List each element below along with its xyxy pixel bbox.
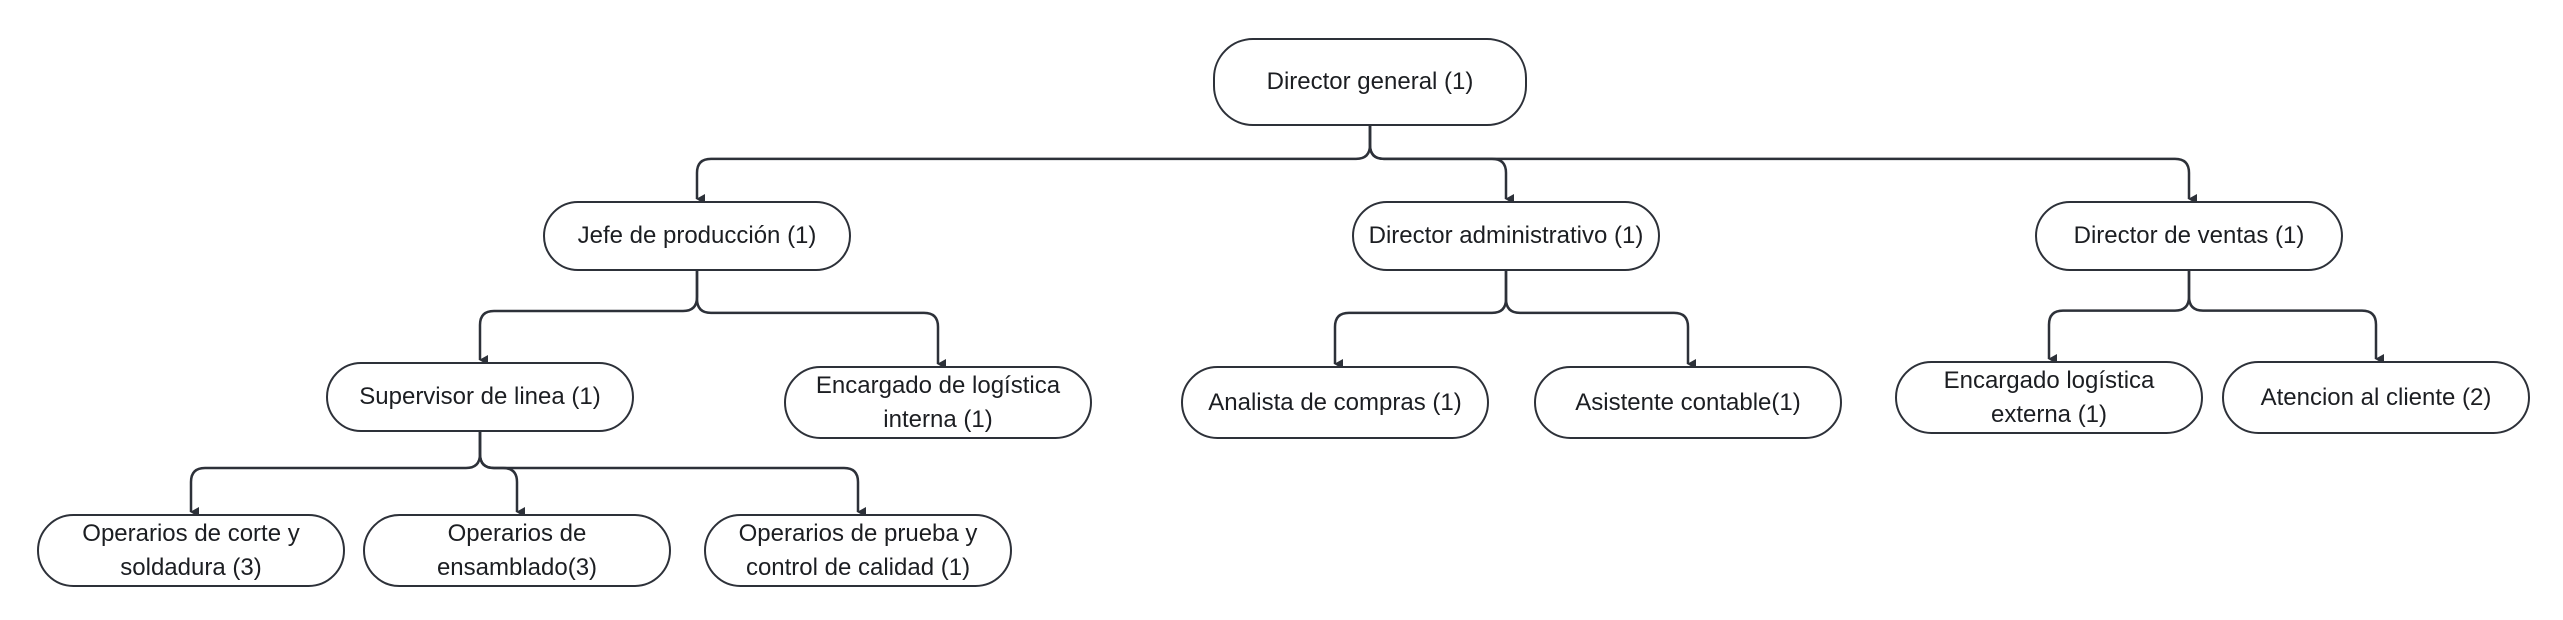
node-encargado-logistica-externa: Encargado logística externa (1) [1895, 361, 2203, 434]
node-asistente-contable: Asistente contable(1) [1534, 366, 1842, 439]
node-director-administrativo: Director administrativo (1) [1352, 201, 1660, 271]
node-director-ventas: Director de ventas (1) [2035, 201, 2343, 271]
node-director-general: Director general (1) [1213, 38, 1527, 126]
edge-director_general-to-jefe_produccion [695, 126, 1372, 204]
node-encargado-logistica-interna: Encargado de logística interna (1) [784, 366, 1092, 439]
node-supervisor-linea: Supervisor de linea (1) [326, 362, 634, 432]
edge-director_general-to-director_ventas [1368, 126, 2197, 204]
edge-director_administrativo-to-analista_compras [1333, 271, 1508, 369]
edge-supervisor_linea-to-operarios_ensamblado [478, 432, 525, 517]
edge-supervisor_linea-to-operarios_prueba [478, 432, 866, 517]
edge-director_general-to-director_administrativo [1368, 126, 1514, 204]
edge-jefe_produccion-to-encargado_logistica_interna [695, 271, 946, 369]
edge-director_ventas-to-atencion_cliente [2187, 271, 2384, 364]
edge-director_administrativo-to-asistente_contable [1504, 271, 1696, 369]
node-analista-compras: Analista de compras (1) [1181, 366, 1489, 439]
node-operarios-ensamblado: Operarios de ensamblado(3) [363, 514, 671, 587]
node-jefe-produccion: Jefe de producción (1) [543, 201, 851, 271]
node-atencion-cliente: Atencion al cliente (2) [2222, 361, 2530, 434]
node-operarios-corte: Operarios de corte y soldadura (3) [37, 514, 345, 587]
edge-director_ventas-to-encargado_logistica_externa [2047, 271, 2191, 364]
edge-supervisor_linea-to-operarios_corte [189, 432, 482, 517]
edge-jefe_produccion-to-supervisor_linea [478, 271, 699, 365]
node-operarios-prueba: Operarios de prueba y control de calidad… [704, 514, 1012, 587]
